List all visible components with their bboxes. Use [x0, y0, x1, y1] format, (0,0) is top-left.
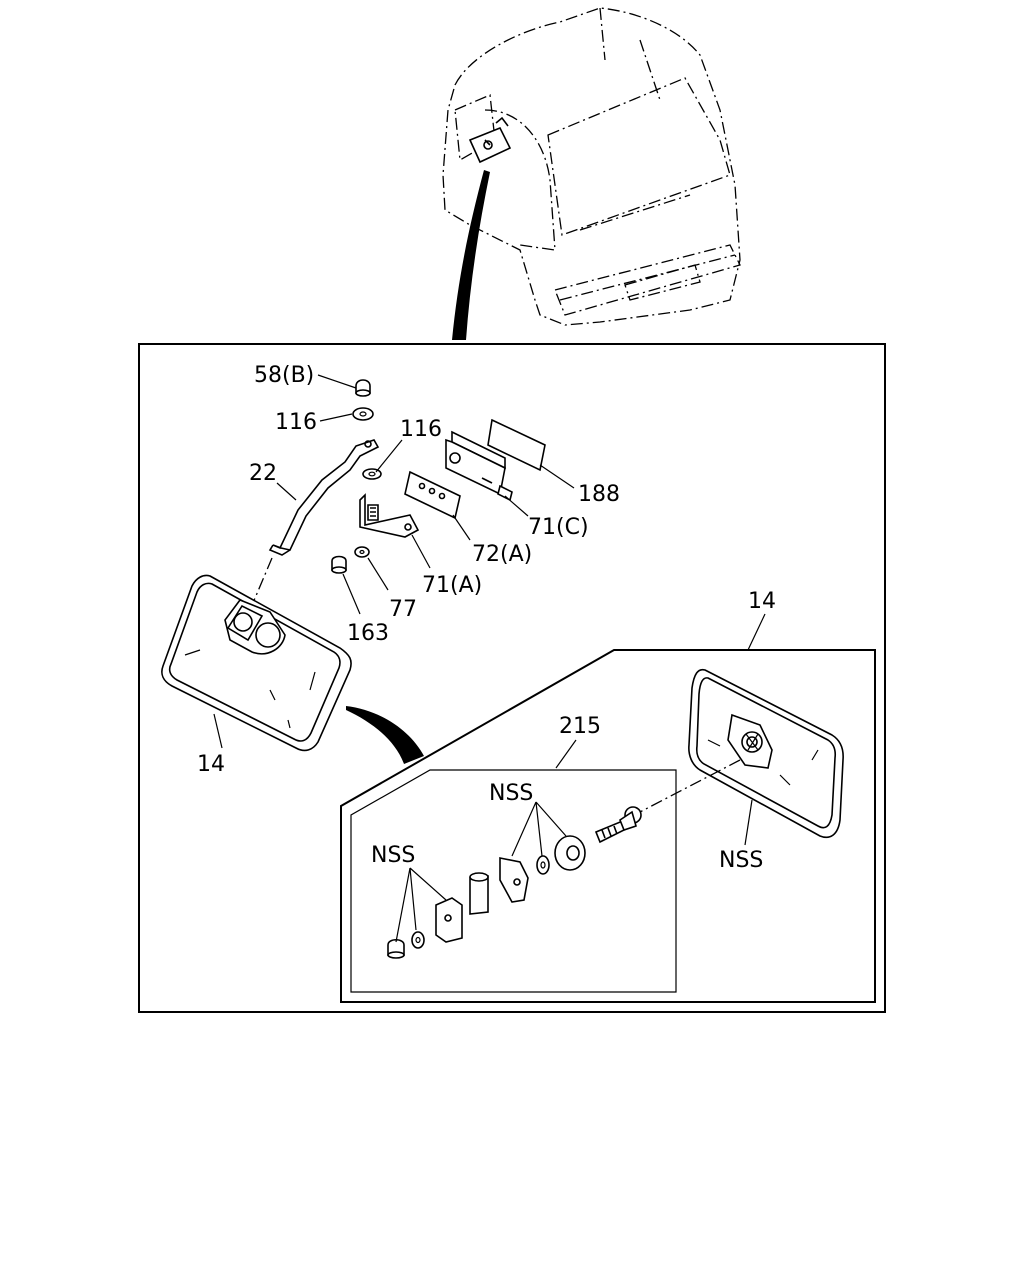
mirror-right [688, 668, 844, 839]
label-nss-right: NSS [719, 848, 763, 873]
label-58b: 58(B) [254, 363, 314, 388]
label-77: 77 [389, 597, 417, 622]
subdetail-arrow [346, 706, 424, 764]
vehicle-illustration [442, 7, 741, 326]
label-nss-lower: NSS [371, 843, 415, 868]
label-116-lower: 116 [400, 417, 442, 442]
label-188: 188 [578, 482, 620, 507]
label-71a: 71(A) [422, 573, 482, 598]
detail-pointer-arrow [452, 170, 490, 340]
callout-labels: 58(B) 116 116 22 188 71(C) 72(A) 71(A) 7… [197, 363, 776, 873]
detail-frame [138, 343, 886, 1013]
adjuster-parts [387, 806, 642, 959]
label-72a: 72(A) [472, 542, 532, 567]
label-14-left: 14 [197, 752, 225, 777]
label-22: 22 [249, 461, 277, 486]
subdetail-inner-frame [350, 769, 677, 993]
subdetail-frame [340, 649, 876, 1003]
label-nss-upper: NSS [489, 781, 533, 806]
label-163: 163 [347, 621, 389, 646]
label-71c: 71(C) [528, 515, 589, 540]
mounting-parts [268, 379, 546, 574]
label-215: 215 [559, 714, 601, 739]
label-14-right: 14 [748, 589, 776, 614]
label-116-upper: 116 [275, 410, 317, 435]
mirror-left [161, 574, 352, 752]
leader-lines [213, 374, 766, 943]
